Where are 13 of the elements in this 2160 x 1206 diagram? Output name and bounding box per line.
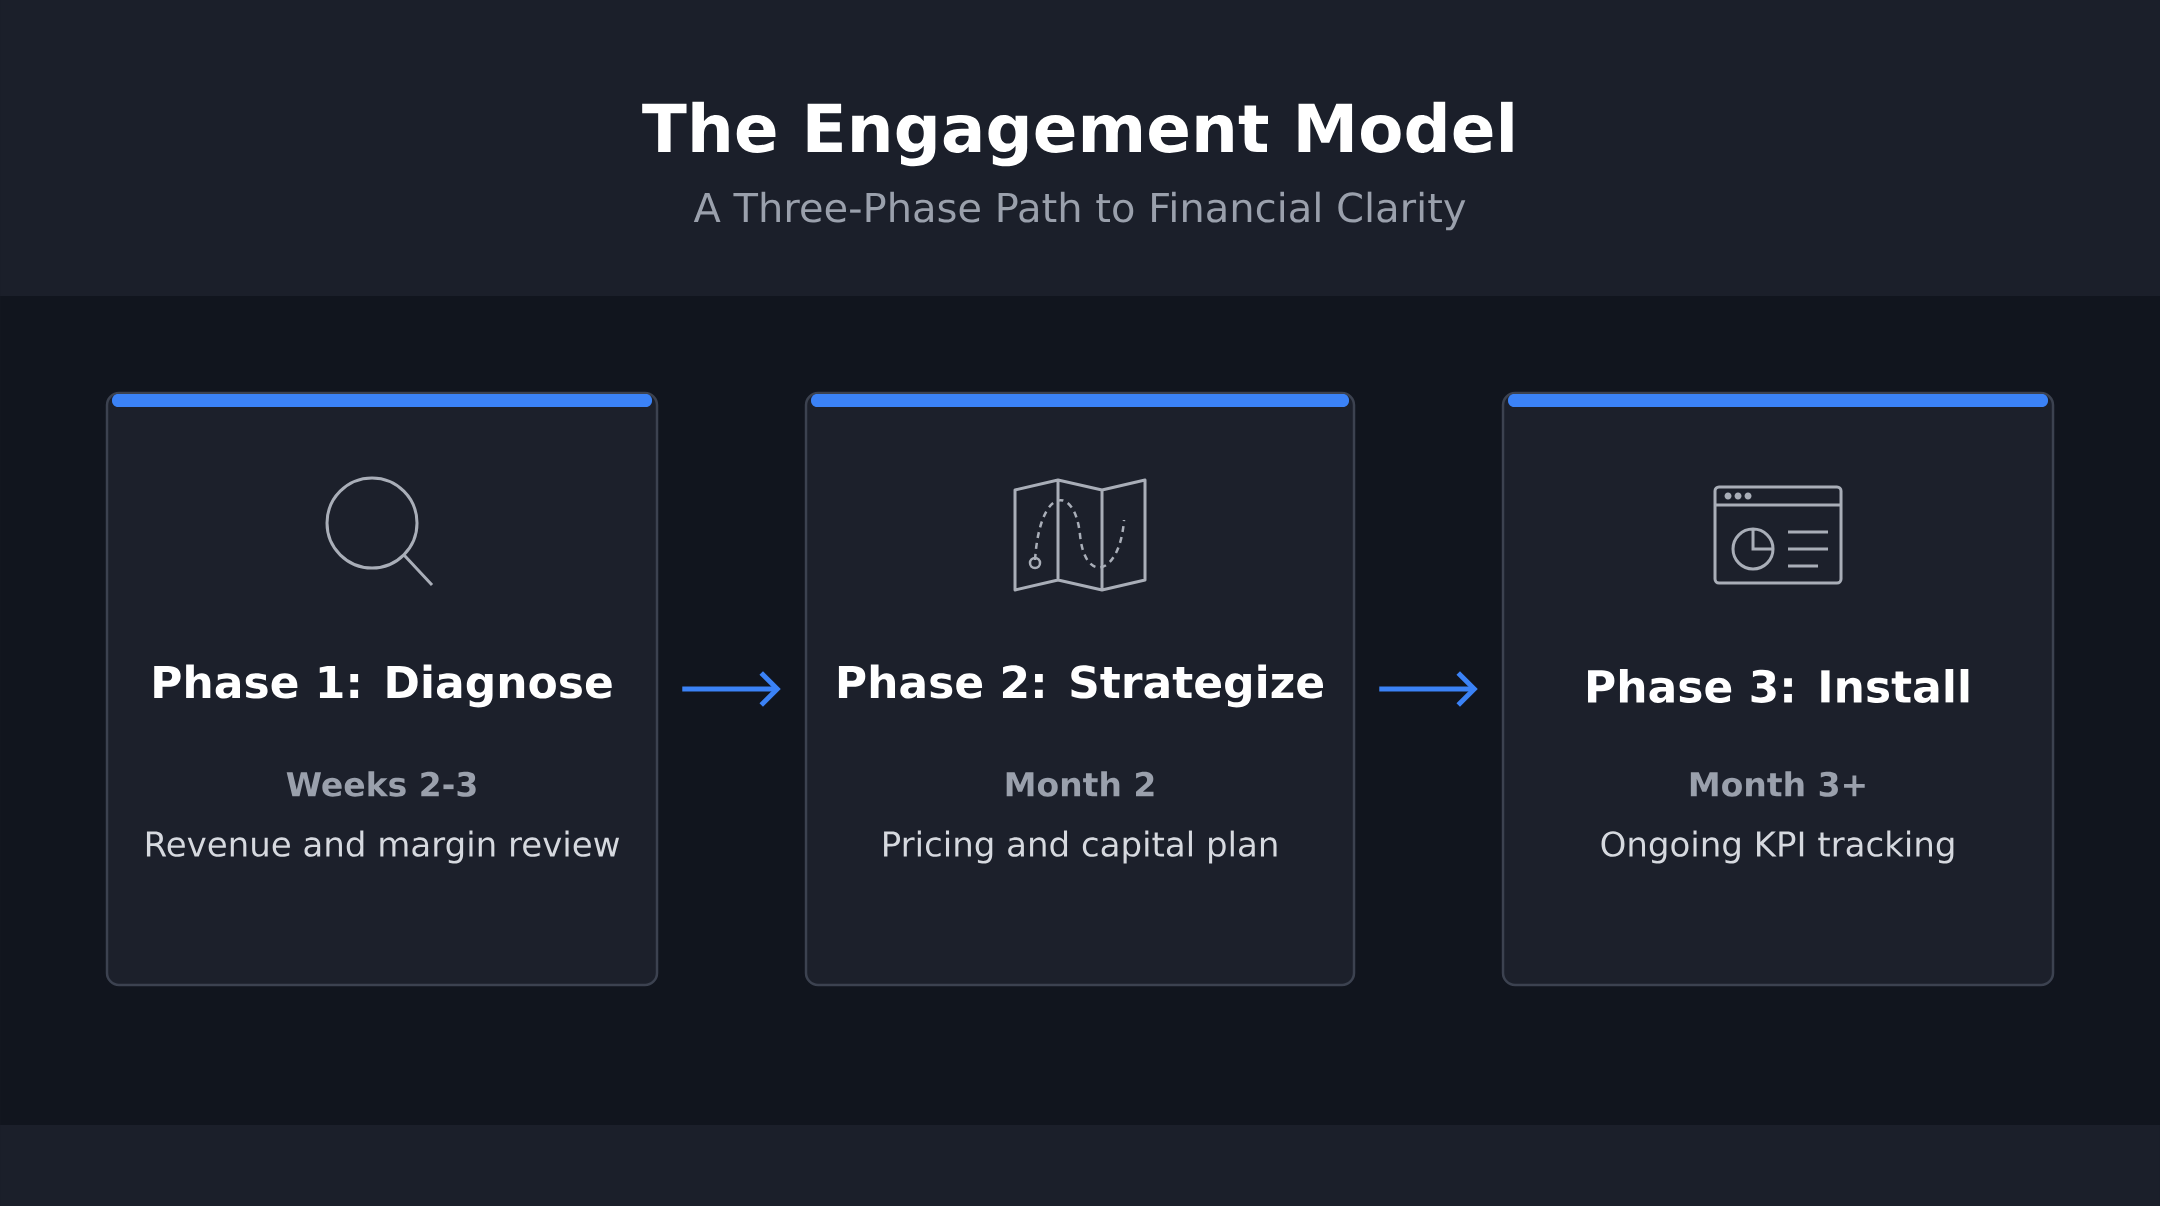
description: Revenue and margin review bbox=[146, 830, 620, 864]
duration: Month 3+ bbox=[1690, 771, 1865, 797]
duration: Month 2 bbox=[1006, 771, 1154, 797]
duration: Weeks 2-3 bbox=[286, 771, 476, 797]
phase-title: Phase 1: Diagnose bbox=[154, 664, 612, 708]
arrow bbox=[682, 671, 781, 707]
title: The Engagement Model bbox=[642, 101, 1513, 167]
description: Ongoing KPI tracking bbox=[1601, 830, 1954, 864]
phase-title: Phase 2: Strategize bbox=[838, 664, 1323, 708]
subtitle: A Three-Phase Path to Financial Clarity bbox=[693, 191, 1466, 231]
phase-title: Phase 3: Install bbox=[1588, 669, 1969, 704]
arrow bbox=[1379, 671, 1478, 707]
description: Pricing and capital plan bbox=[884, 830, 1277, 864]
